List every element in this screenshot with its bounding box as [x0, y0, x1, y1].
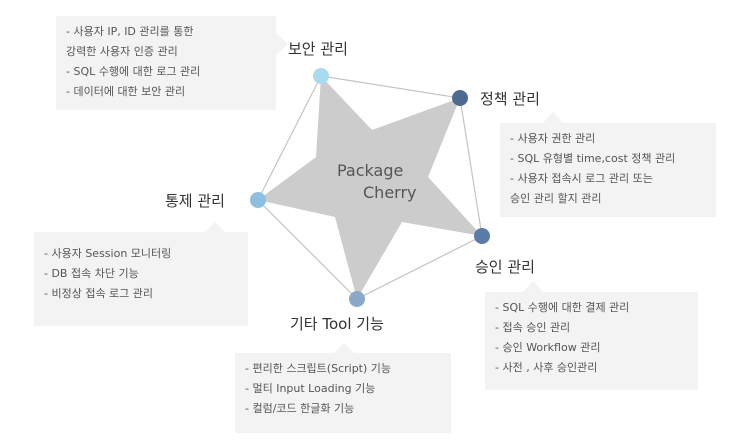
node-dot-control [250, 192, 266, 208]
pointer-etc [334, 343, 354, 353]
callout-security: - 사용자 IP, ID 관리를 통한 강력한 사용자 인증 관리 - SQL … [56, 16, 276, 110]
node-title-security: 보안 관리 [288, 40, 348, 58]
list-item: - 승인 Workflow 관리 [495, 341, 601, 354]
node-title-control: 통제 관리 [165, 192, 225, 210]
center-label-line2: Cherry [363, 183, 417, 202]
callout-control: - 사용자 Session 모니터링 - DB 접속 차단 기능 - 비정상 접… [34, 232, 248, 326]
list-item: - 사용자 Session 모니터링 [44, 247, 172, 260]
callout-policy: - 사용자 권한 관리 - SQL 유형별 time,cost 정책 관리 - … [500, 123, 716, 217]
node-dot-policy [452, 90, 468, 106]
list-item: - SQL 수행에 대한 로그 관리 [66, 65, 201, 78]
list-item: - 편리한 스크립트(Script) 기능 [245, 362, 392, 375]
callout-control-list: - 사용자 Session 모니터링 - DB 접속 차단 기능 - 비정상 접… [44, 244, 238, 304]
callout-approval-list: - SQL 수행에 대한 결제 관리 - 접속 승인 관리 - 승인 Workf… [495, 298, 688, 378]
star-shape [258, 76, 482, 299]
center-label: Package Cherry [337, 160, 417, 204]
pointer-control [205, 222, 225, 232]
node-title-policy: 정책 관리 [480, 90, 540, 108]
pentagon-outline [257, 75, 483, 300]
center-label-line1: Package [337, 161, 404, 180]
list-item: - 사용자 권한 관리 [510, 132, 596, 145]
list-item: - 사용자 IP, ID 관리를 통한 [66, 25, 194, 38]
callout-etc-list: - 편리한 스크립트(Script) 기능 - 멀티 Input Loading… [245, 359, 441, 419]
list-item: - SQL 유형별 time,cost 정책 관리 [510, 152, 676, 165]
list-item: - DB 접속 차단 기능 [44, 267, 139, 280]
list-item: - 컬럼/코드 한글화 기능 [245, 402, 355, 415]
pointer-approval [523, 281, 543, 292]
list-item: - 멀티 Input Loading 기능 [245, 382, 376, 395]
list-item: - 사용자 접속시 로그 관리 또는 [510, 172, 653, 185]
node-dot-approval [474, 228, 490, 244]
list-item: 강력한 사용자 인증 관리 [66, 45, 178, 58]
list-item: - 비정상 접속 로그 관리 [44, 287, 154, 300]
list-item: 승인 관리 할지 관리 [510, 192, 602, 205]
callout-approval: - SQL 수행에 대한 결제 관리 - 접속 승인 관리 - 승인 Workf… [485, 292, 698, 390]
list-item: - 데이터에 대한 보안 관리 [66, 85, 186, 98]
callout-etc: - 편리한 스크립트(Script) 기능 - 멀티 Input Loading… [235, 353, 451, 433]
node-dot-etc [349, 291, 365, 307]
list-item: - 접속 승인 관리 [495, 321, 571, 334]
node-dot-security [313, 68, 329, 84]
node-title-approval: 승인 관리 [475, 258, 535, 276]
pointer-security [276, 33, 288, 55]
pointer-policy [543, 112, 563, 123]
list-item: - 사전 , 사후 승인관리 [495, 361, 598, 374]
node-title-etc: 기타 Tool 기능 [290, 315, 384, 333]
callout-security-list: - 사용자 IP, ID 관리를 통한 강력한 사용자 인증 관리 - SQL … [66, 22, 266, 102]
list-item: - SQL 수행에 대한 결제 관리 [495, 301, 630, 314]
callout-policy-list: - 사용자 권한 관리 - SQL 유형별 time,cost 정책 관리 - … [510, 129, 706, 209]
